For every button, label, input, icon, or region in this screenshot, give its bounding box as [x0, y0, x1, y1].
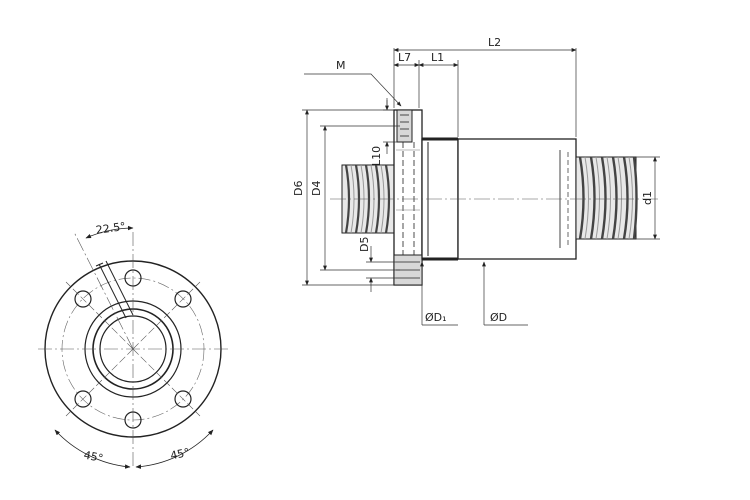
label-L10: L10	[370, 146, 383, 166]
label-L1: L1	[431, 51, 444, 64]
label-D: ØD	[490, 311, 507, 324]
angle-label-22-5: 22.5°	[95, 220, 127, 237]
label-L7: L7	[398, 51, 411, 64]
label-D1: ØD₁	[425, 311, 447, 324]
front-view	[38, 225, 230, 469]
angle-dimensions	[54, 225, 214, 469]
label-M: M	[336, 59, 346, 72]
angle-label-45-right: 45°	[169, 446, 191, 463]
side-view	[330, 109, 658, 286]
label-d1: d1	[641, 191, 654, 205]
angle-label-45-left: 45°	[83, 448, 105, 465]
bolt-hole	[174, 390, 192, 408]
dimension-lines	[302, 48, 660, 326]
lube-hole-slot	[95, 260, 134, 319]
label-D6: D6	[292, 181, 305, 196]
bolt-hole	[174, 290, 192, 308]
screw-thread-right	[575, 156, 638, 240]
label-L2: L2	[488, 36, 501, 49]
flange	[393, 109, 423, 286]
bolt-hole	[74, 390, 92, 408]
bolt-hole	[74, 290, 92, 308]
front-centerlines	[38, 231, 230, 466]
label-D4: D4	[310, 181, 323, 196]
label-D5: D5	[358, 237, 371, 252]
